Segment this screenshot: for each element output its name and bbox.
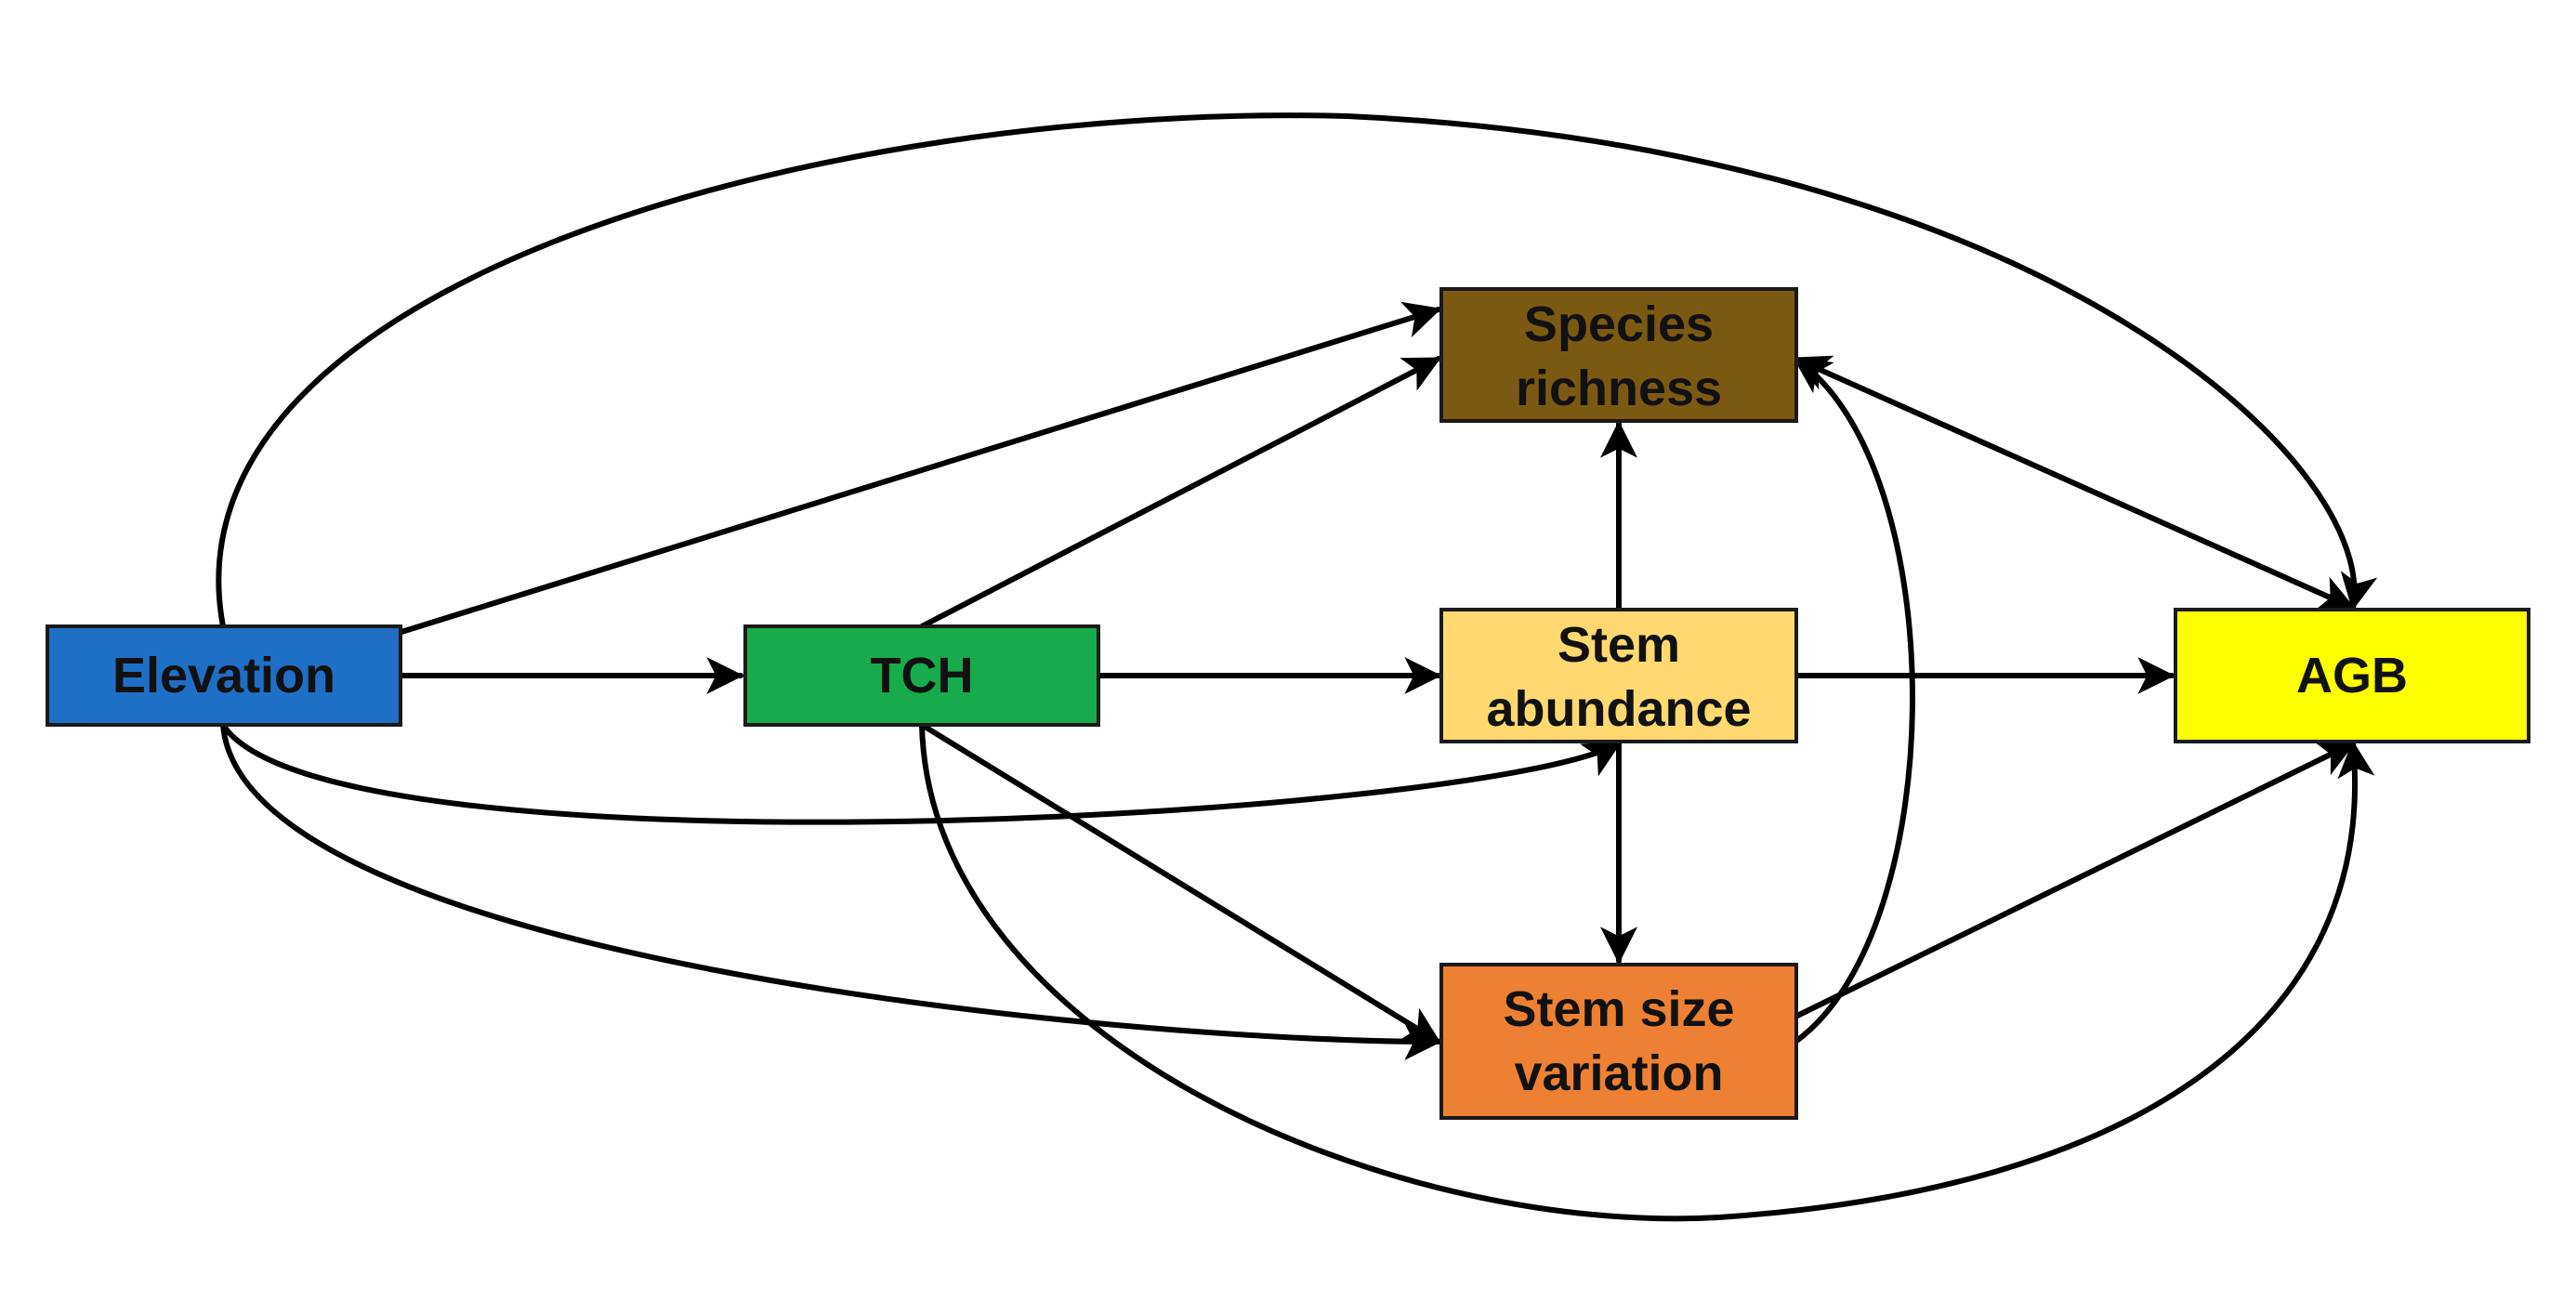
node-species-richness: Species richness [1439, 287, 1798, 423]
edge-stem-size-variation-to-agb [1793, 741, 2356, 1019]
edge-elevation-to-stem-abundance [220, 722, 1622, 825]
node-stem-size-variation-label-line1: Stem size [1503, 981, 1734, 1037]
node-tch-label: TCH [871, 648, 974, 703]
edge-tch-to-agb [919, 722, 2375, 1222]
node-stem-abundance-label-line2: abundance [1486, 681, 1751, 737]
node-agb-label: AGB [2296, 648, 2408, 703]
edges-group [216, 112, 2378, 1222]
edge-species-richness-agb-bidirectional [1792, 355, 2357, 611]
node-elevation-label: Elevation [112, 648, 335, 703]
node-species-richness-label-line1: Species [1524, 296, 1714, 352]
edge-elevation-to-agb [216, 112, 2378, 629]
edge-tch-to-species-richness [919, 356, 1441, 629]
node-stem-abundance: Stem abundance [1439, 608, 1798, 743]
node-species-richness-label-line2: richness [1516, 361, 1722, 416]
node-stem-abundance-label-line1: Stem [1557, 617, 1680, 673]
edge-tch-to-stem-size-variation [919, 722, 1441, 1045]
edge-elevation-to-species-richness [399, 301, 1442, 635]
node-elevation: Elevation [46, 624, 402, 727]
nodes-group: Elevation TCH Species richness Stem abun… [46, 287, 2530, 1120]
node-agb: AGB [2174, 608, 2530, 743]
node-tch: TCH [743, 624, 1100, 727]
edge-elevation-to-stem-size-variation [220, 722, 1442, 1060]
node-stem-size-variation: Stem size variation [1439, 963, 1798, 1120]
edge-stem-size-variation-to-species-richness [1793, 356, 1915, 1045]
node-stem-size-variation-label-line2: variation [1514, 1045, 1723, 1101]
